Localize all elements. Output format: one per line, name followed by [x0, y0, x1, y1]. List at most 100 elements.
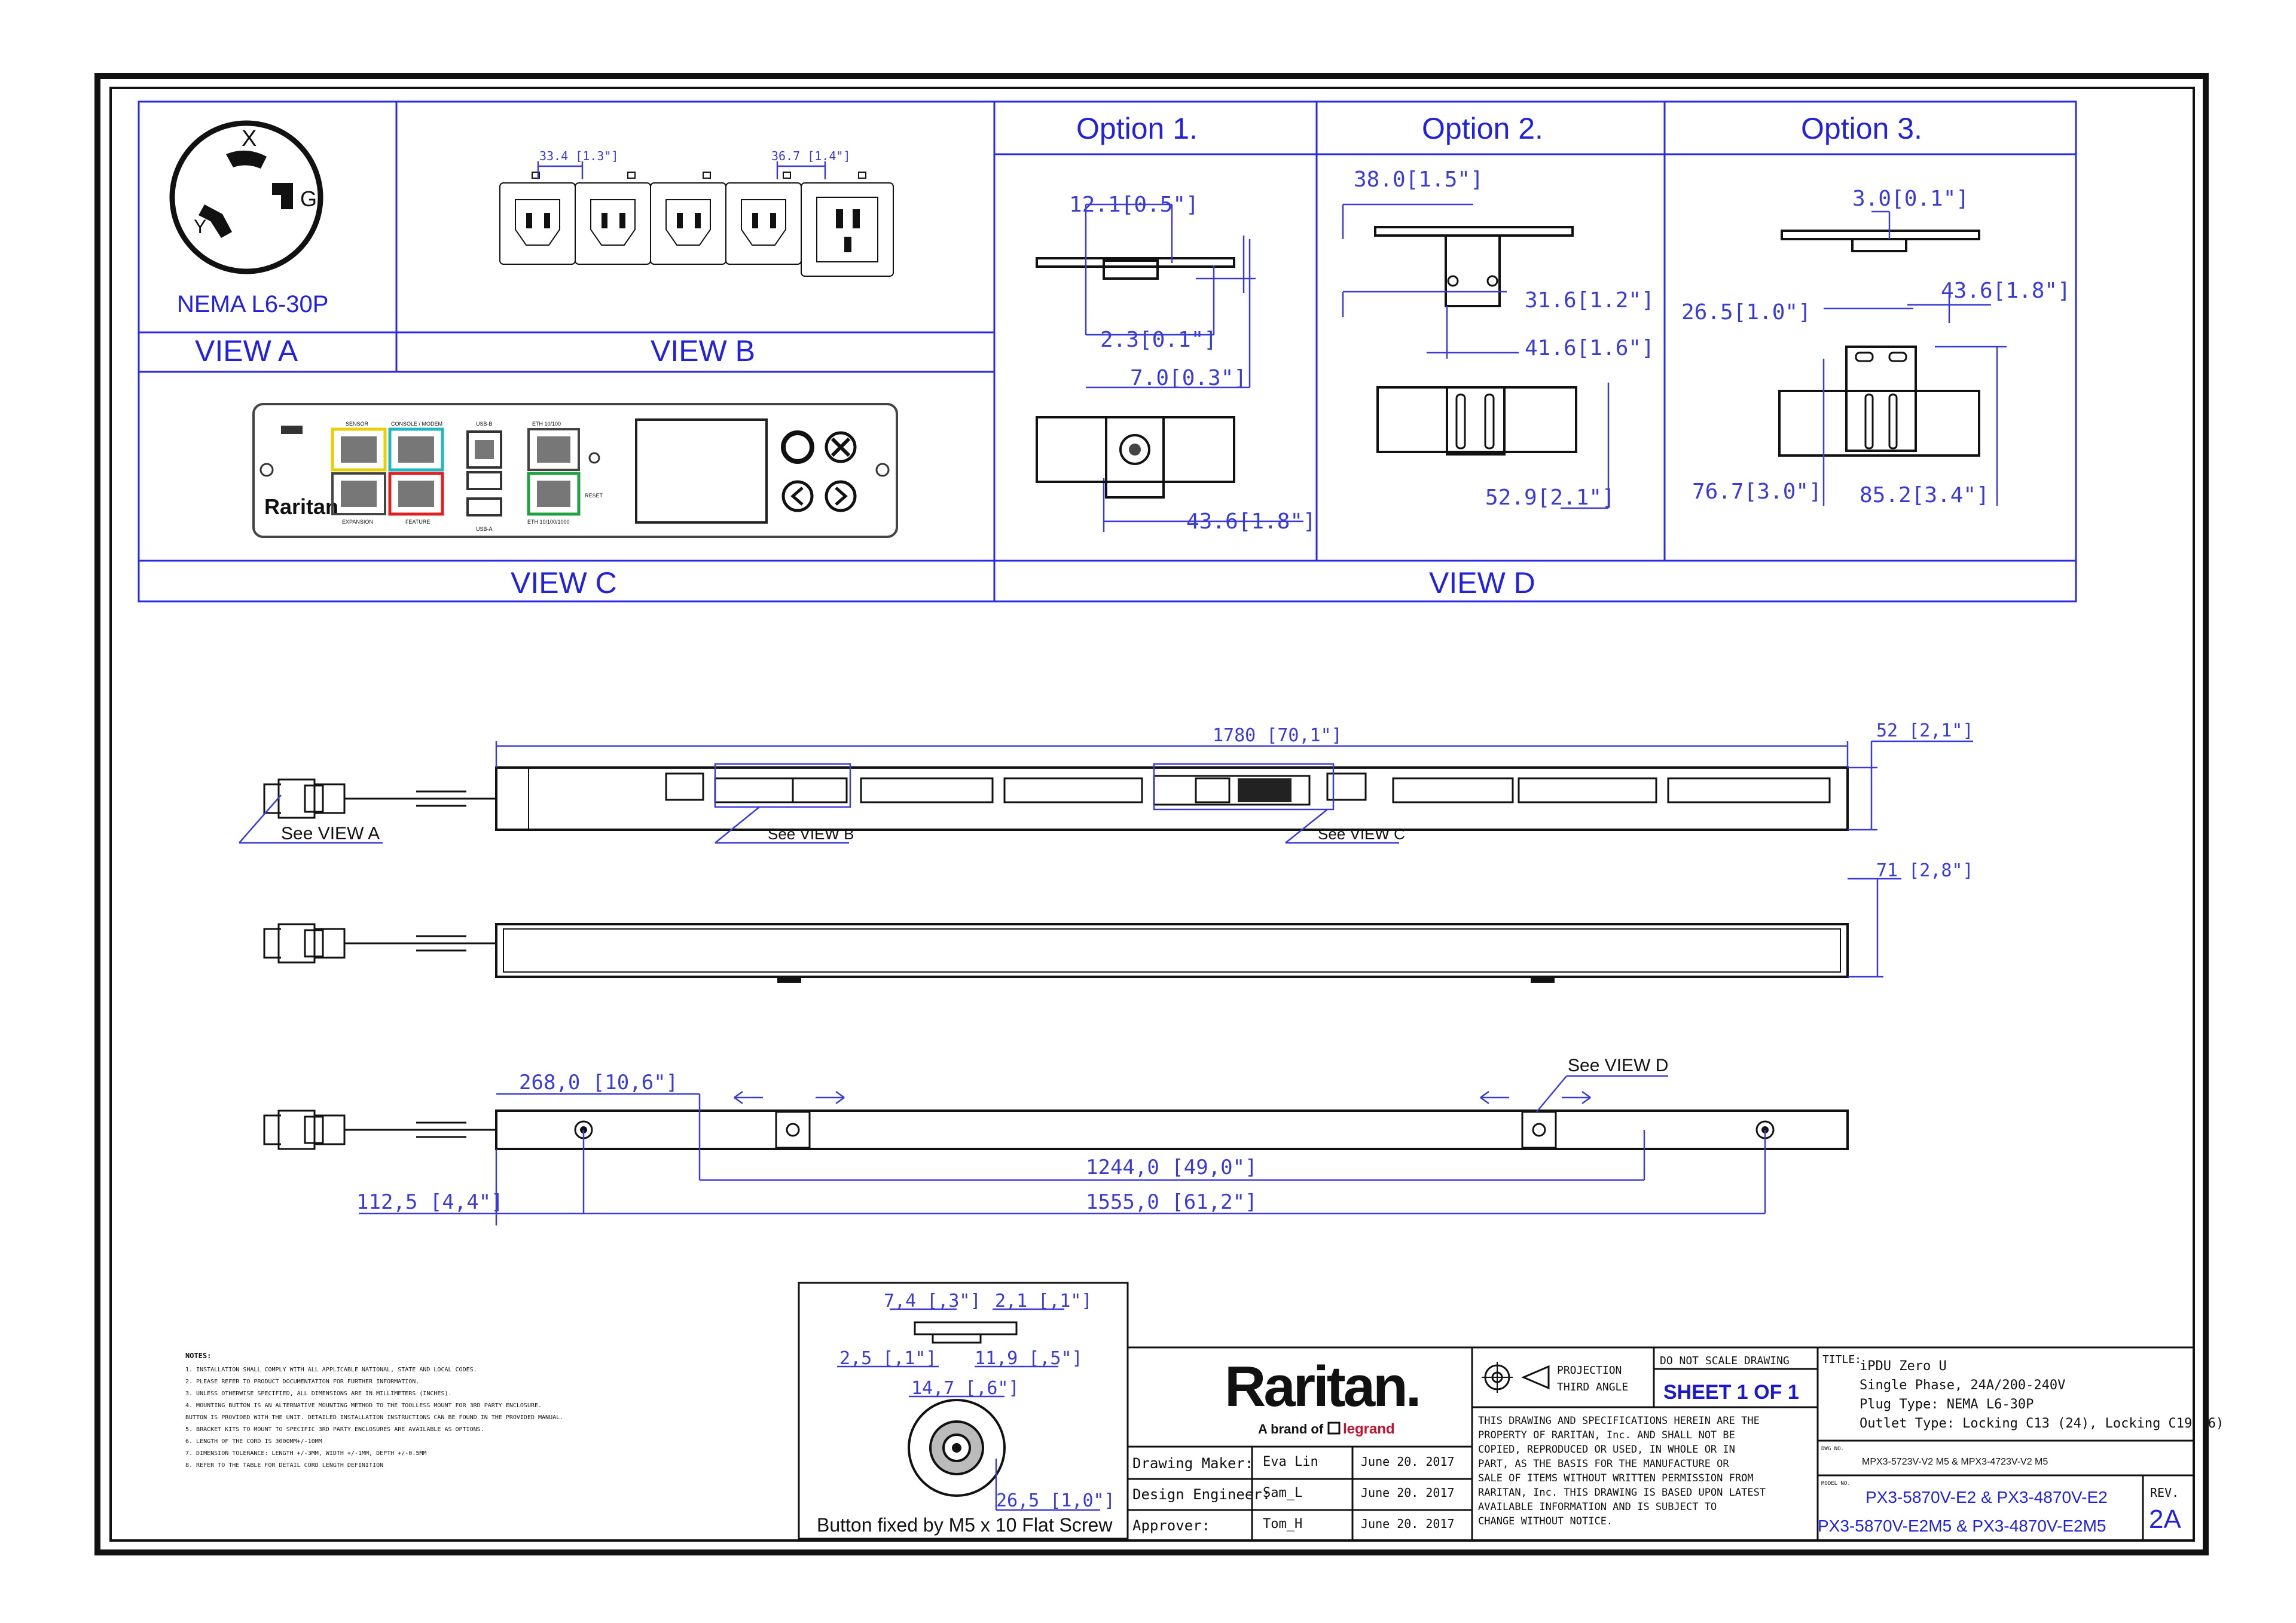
note-line-2: 2. PLEASE REFER TO PRODUCT DOCUMENTATION…	[185, 1379, 419, 1385]
option-3-dim-3: 26.5[1.0"]	[1681, 300, 1811, 325]
notes-heading: NOTES:	[185, 1352, 211, 1360]
option-2-dim-3: 41.6[1.6"]	[1525, 336, 1654, 360]
top-view-grid	[138, 100, 2077, 603]
view-b: 33.4 [1.3"] 36.7 [1.4"] VIEW B	[499, 149, 894, 368]
disclaimer-2: PROPERTY OF RARITAN, Inc. AND SHALL NOT …	[1478, 1429, 1735, 1441]
button-left-icon[interactable]	[781, 480, 814, 512]
pin-y	[199, 204, 232, 238]
view-b-dim-1: 33.4 [1.3"]	[539, 149, 618, 163]
back-dim-1555: 1555,0 [61,2"]	[1086, 1190, 1257, 1214]
title-block: Raritan. A brand of legrand Drawing Make…	[1126, 1346, 2224, 1542]
model-number-2: PX3-5870V-E2M5 & PX3-4870V-E2M5	[1818, 1517, 2106, 1535]
option-2-title: Option 2.	[1422, 112, 1543, 145]
disclaimer-3: COPIED, REPRODUCED OR USED, IN WHOLE OR …	[1478, 1444, 1735, 1456]
approver-date: June 20. 2017	[1361, 1517, 1455, 1531]
option-1-dim-4: 43.6[1.8"]	[1186, 509, 1316, 534]
view-b-dim-2: 36.7 [1.4"]	[771, 149, 850, 163]
button-dim-26-5: 26,5 [1,0"]	[996, 1490, 1115, 1511]
inner-border	[109, 87, 2195, 1542]
note-line-6: 5. BRACKET KITS TO MOUNT TO SPECIFIC 3RD…	[185, 1426, 484, 1433]
view-c: Raritan SENSOR CONSOLE / MODEM USB-B ETH…	[252, 403, 898, 600]
port-label-eth-100: ETH 10/100	[532, 421, 561, 427]
front-width-dim: 52 [2,1"]	[1876, 720, 1974, 741]
option-3-title: Option 3.	[1801, 112, 1922, 145]
button-dim-11-9: 11,9 [,5"]	[975, 1348, 1083, 1369]
model-label: MODEL NO.	[1821, 1481, 1851, 1487]
option-2-dim-2: 31.6[1.2"]	[1525, 288, 1654, 313]
option-1-dim-3: 7.0[0.3"]	[1130, 366, 1247, 390]
rev-value: 2A	[2149, 1505, 2181, 1534]
rev-label: REV.	[2150, 1486, 2179, 1500]
view-c-title: VIEW C	[511, 566, 617, 600]
button-cancel-icon[interactable]	[825, 431, 857, 463]
port-label-usb-b: USB-B	[476, 421, 493, 427]
disclaimer-4: PART, AS THE BASIS FOR THE MANUFACTURE O…	[1478, 1458, 1729, 1470]
pdu-front-view: 1780 [70,1"] 52 [2,1"] See VIEW A See VI…	[239, 720, 1974, 844]
see-view-b-label: See VIEW B	[768, 825, 854, 843]
disclaimer-1: THIS DRAWING AND SPECIFICATIONS HEREIN A…	[1478, 1415, 1760, 1427]
dwg-number: MPX3-5723V-V2 M5 & MPX3-4723V-V2 M5	[1862, 1457, 2048, 1467]
projection-line-1: PROJECTION	[1557, 1364, 1622, 1377]
back-dim-268: 268,0 [10,6"]	[519, 1071, 678, 1095]
controller-brand: Raritan	[264, 494, 338, 519]
dwg-label: DWG NO.	[1821, 1446, 1844, 1452]
option-2-dim-4: 52.9[2.1"]	[1485, 485, 1615, 510]
option-3-dim-1: 3.0[0.1"]	[1852, 187, 1969, 211]
sheet-number: SHEET 1 OF 1	[1663, 1381, 1799, 1404]
title-line-2: Single Phase, 24A/200-240V	[1860, 1378, 2065, 1393]
disclaimer-6: RARITAN, Inc. THIS DRAWING IS BASED UPON…	[1478, 1487, 1766, 1499]
option-3: Option 3. 3.0[0.1"] 43.6[1.8"] 26.5[1.0"…	[1681, 112, 2071, 508]
approver: Tom_H	[1263, 1517, 1302, 1532]
title-line-1: iPDU Zero U	[1860, 1359, 1947, 1374]
view-a: X G Y NEMA L6-30P VIEW A	[169, 120, 328, 368]
title-line-3: Plug Type: NEMA L6-30P	[1860, 1397, 2034, 1412]
projection-line-2: THIRD ANGLE	[1557, 1381, 1628, 1393]
outer-border	[94, 73, 2209, 1555]
note-line-4: 4. MOUNTING BUTTON IS AN ALTERNATIVE MOU…	[185, 1402, 542, 1409]
disclaimer-7: AVAILABLE INFORMATION AND IS SUBJECT TO	[1478, 1501, 1717, 1513]
disclaimer-8: CHANGE WITHOUT NOTICE.	[1478, 1515, 1613, 1527]
pdu-back-view: 268,0 [10,6"] 1244,0 [49,0"] 112,5 [4,4"…	[263, 1056, 1849, 1225]
pin-x	[226, 150, 267, 169]
view-b-title: VIEW B	[651, 334, 755, 368]
button-ok-icon[interactable]	[781, 430, 814, 464]
title-line-4: Outlet Type: Locking C13 (24), Locking C…	[1860, 1416, 2224, 1431]
logo-legrand: legrand	[1343, 1421, 1395, 1437]
port-label-eth-1000: ETH 10/100/1000	[527, 519, 570, 525]
option-1-dim-1: 12.1[0.5"]	[1069, 192, 1199, 217]
approver-label: Approver:	[1132, 1517, 1210, 1534]
note-line-1: 1. INSTALLATION SHALL COMPLY WITH ALL AP…	[185, 1367, 477, 1373]
port-label-reset: RESET	[585, 493, 603, 499]
see-view-c-label: See VIEW C	[1318, 825, 1405, 843]
option-1: Option 1. 12.1[0.5"] 2.3[0.1"] 7.0[0.3"]…	[1036, 112, 1316, 534]
option-2-dim-1: 38.0[1.5"]	[1354, 167, 1483, 192]
pdu-side-view: 71 [2,8"]	[263, 860, 1974, 983]
see-view-a-label: See VIEW A	[281, 824, 380, 843]
view-a-title: VIEW A	[195, 334, 298, 368]
note-line-8: 7. DIMENSION TOLERANCE: LENGTH +/-3MM, W…	[185, 1450, 426, 1457]
note-line-3: 3. UNLESS OTHERWISE SPECIFIED, ALL DIMEN…	[185, 1390, 452, 1397]
port-label-sensor: SENSOR	[346, 421, 369, 427]
button-right-icon[interactable]	[825, 480, 857, 512]
design-engineer: Sam_L	[1263, 1486, 1302, 1500]
drawing-maker-date: June 20. 2017	[1361, 1454, 1455, 1469]
projection-symbol-icon	[1482, 1362, 1550, 1393]
side-depth-dim: 71 [2,8"]	[1876, 860, 1974, 881]
port-label-usb-a: USB-A	[476, 526, 493, 532]
see-view-d-label: See VIEW D	[1568, 1056, 1668, 1075]
plug-type-label: NEMA L6-30P	[177, 291, 328, 317]
port-label-expansion: EXPANSION	[342, 519, 373, 525]
drawing-maker-label: Drawing Maker:	[1132, 1455, 1253, 1472]
do-not-scale: DO NOT SCALE DRAWING	[1660, 1355, 1790, 1367]
port-label-console: CONSOLE / MODEM	[391, 421, 442, 427]
pin-g	[272, 183, 293, 209]
lcd-display	[635, 418, 768, 524]
option-1-title: Option 1.	[1076, 112, 1198, 145]
design-engineer-label: Design Engineer:	[1132, 1486, 1271, 1503]
model-number-1: PX3-5870V-E2 & PX3-4870V-E2	[1866, 1488, 2108, 1506]
back-dim-112: 112,5 [4,4"]	[356, 1190, 503, 1214]
button-caption: Button fixed by M5 x 10 Flat Screw	[817, 1514, 1113, 1536]
button-dim-7-4: 7,4 [,3"]	[884, 1291, 981, 1312]
note-line-9: 8. REFER TO THE TABLE FOR DETAIL CORD LE…	[185, 1462, 383, 1469]
